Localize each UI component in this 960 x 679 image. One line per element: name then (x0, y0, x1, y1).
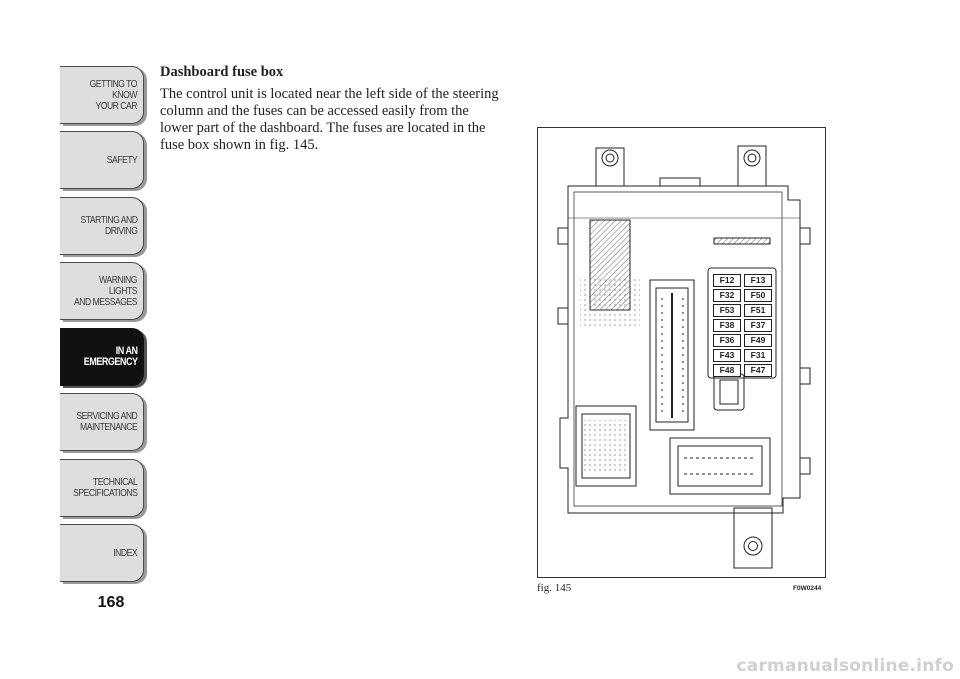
figure-code: F0W0244 (793, 585, 822, 592)
tab-starting-driving[interactable]: STARTING AND DRIVING (60, 197, 144, 255)
tab-label: SAFETY (106, 153, 137, 166)
central-connector (649, 279, 695, 431)
tab-getting-to-know[interactable]: GETTING TO KNOW YOUR CAR (60, 66, 144, 124)
fuse-box-figure: F12 F13 F32 F50 F53 F51 F38 F37 F36 F49 … (537, 127, 826, 578)
tab-index[interactable]: INDEX (60, 524, 144, 582)
tab-label: SERVICING AND MAINTENANCE (76, 410, 137, 433)
fuse-label: F51 (744, 304, 772, 317)
section-heading: Dashboard fuse box (160, 64, 284, 80)
tab-warning-lights[interactable]: WARNING LIGHTS AND MESSAGES (60, 262, 144, 320)
fuse-block (707, 267, 777, 379)
tab-label: STARTING AND DRIVING (80, 214, 137, 237)
tab-label: INDEX (113, 546, 137, 559)
fuse-label: F12 (713, 274, 741, 287)
bottom-mount (733, 507, 773, 569)
lower-left-connector (575, 405, 637, 487)
fuse-label: F37 (744, 319, 772, 332)
fuse-label: F31 (744, 349, 772, 362)
fuse-label: F36 (713, 334, 741, 347)
fuse-label: F49 (744, 334, 772, 347)
fuse-label: F53 (713, 304, 741, 317)
chapter-tabs: GETTING TO KNOW YOUR CAR SAFETY STARTING… (0, 0, 150, 679)
body-paragraph: The control unit is located near the lef… (160, 86, 499, 153)
fuse-box-diagram (557, 145, 811, 569)
tab-in-an-emergency[interactable]: IN AN EMERGENCY (60, 328, 144, 386)
tab-technical-specs[interactable]: TECHNICAL SPECIFICATIONS (60, 459, 144, 517)
relay (713, 373, 745, 411)
figure-caption: fig. 145 (537, 582, 572, 594)
tab-label: TECHNICAL SPECIFICATIONS (72, 476, 138, 499)
tab-safety[interactable]: SAFETY (60, 131, 144, 189)
fuse-label: F50 (744, 289, 772, 302)
tab-servicing[interactable]: SERVICING AND MAINTENANCE (60, 393, 144, 451)
housing-outline (559, 185, 801, 514)
tab-label: WARNING LIGHTS AND MESSAGES (74, 273, 137, 308)
watermark: carmanualsonline.info (736, 656, 954, 676)
fuse-label-grid: F12 F13 F32 F50 F53 F51 F38 F37 F36 F49 … (713, 274, 773, 377)
tab-label: IN AN EMERGENCY (83, 345, 137, 368)
fuse-label: F43 (713, 349, 741, 362)
lower-right-connector (669, 437, 771, 495)
fuse-label: F32 (713, 289, 741, 302)
fuse-label: F13 (744, 274, 772, 287)
fuse-label: F38 (713, 319, 741, 332)
tab-label: GETTING TO KNOW YOUR CAR (89, 77, 138, 112)
page-number: 168 (97, 594, 125, 611)
fuse-label: F48 (713, 364, 741, 377)
fuse-label: F47 (744, 364, 772, 377)
